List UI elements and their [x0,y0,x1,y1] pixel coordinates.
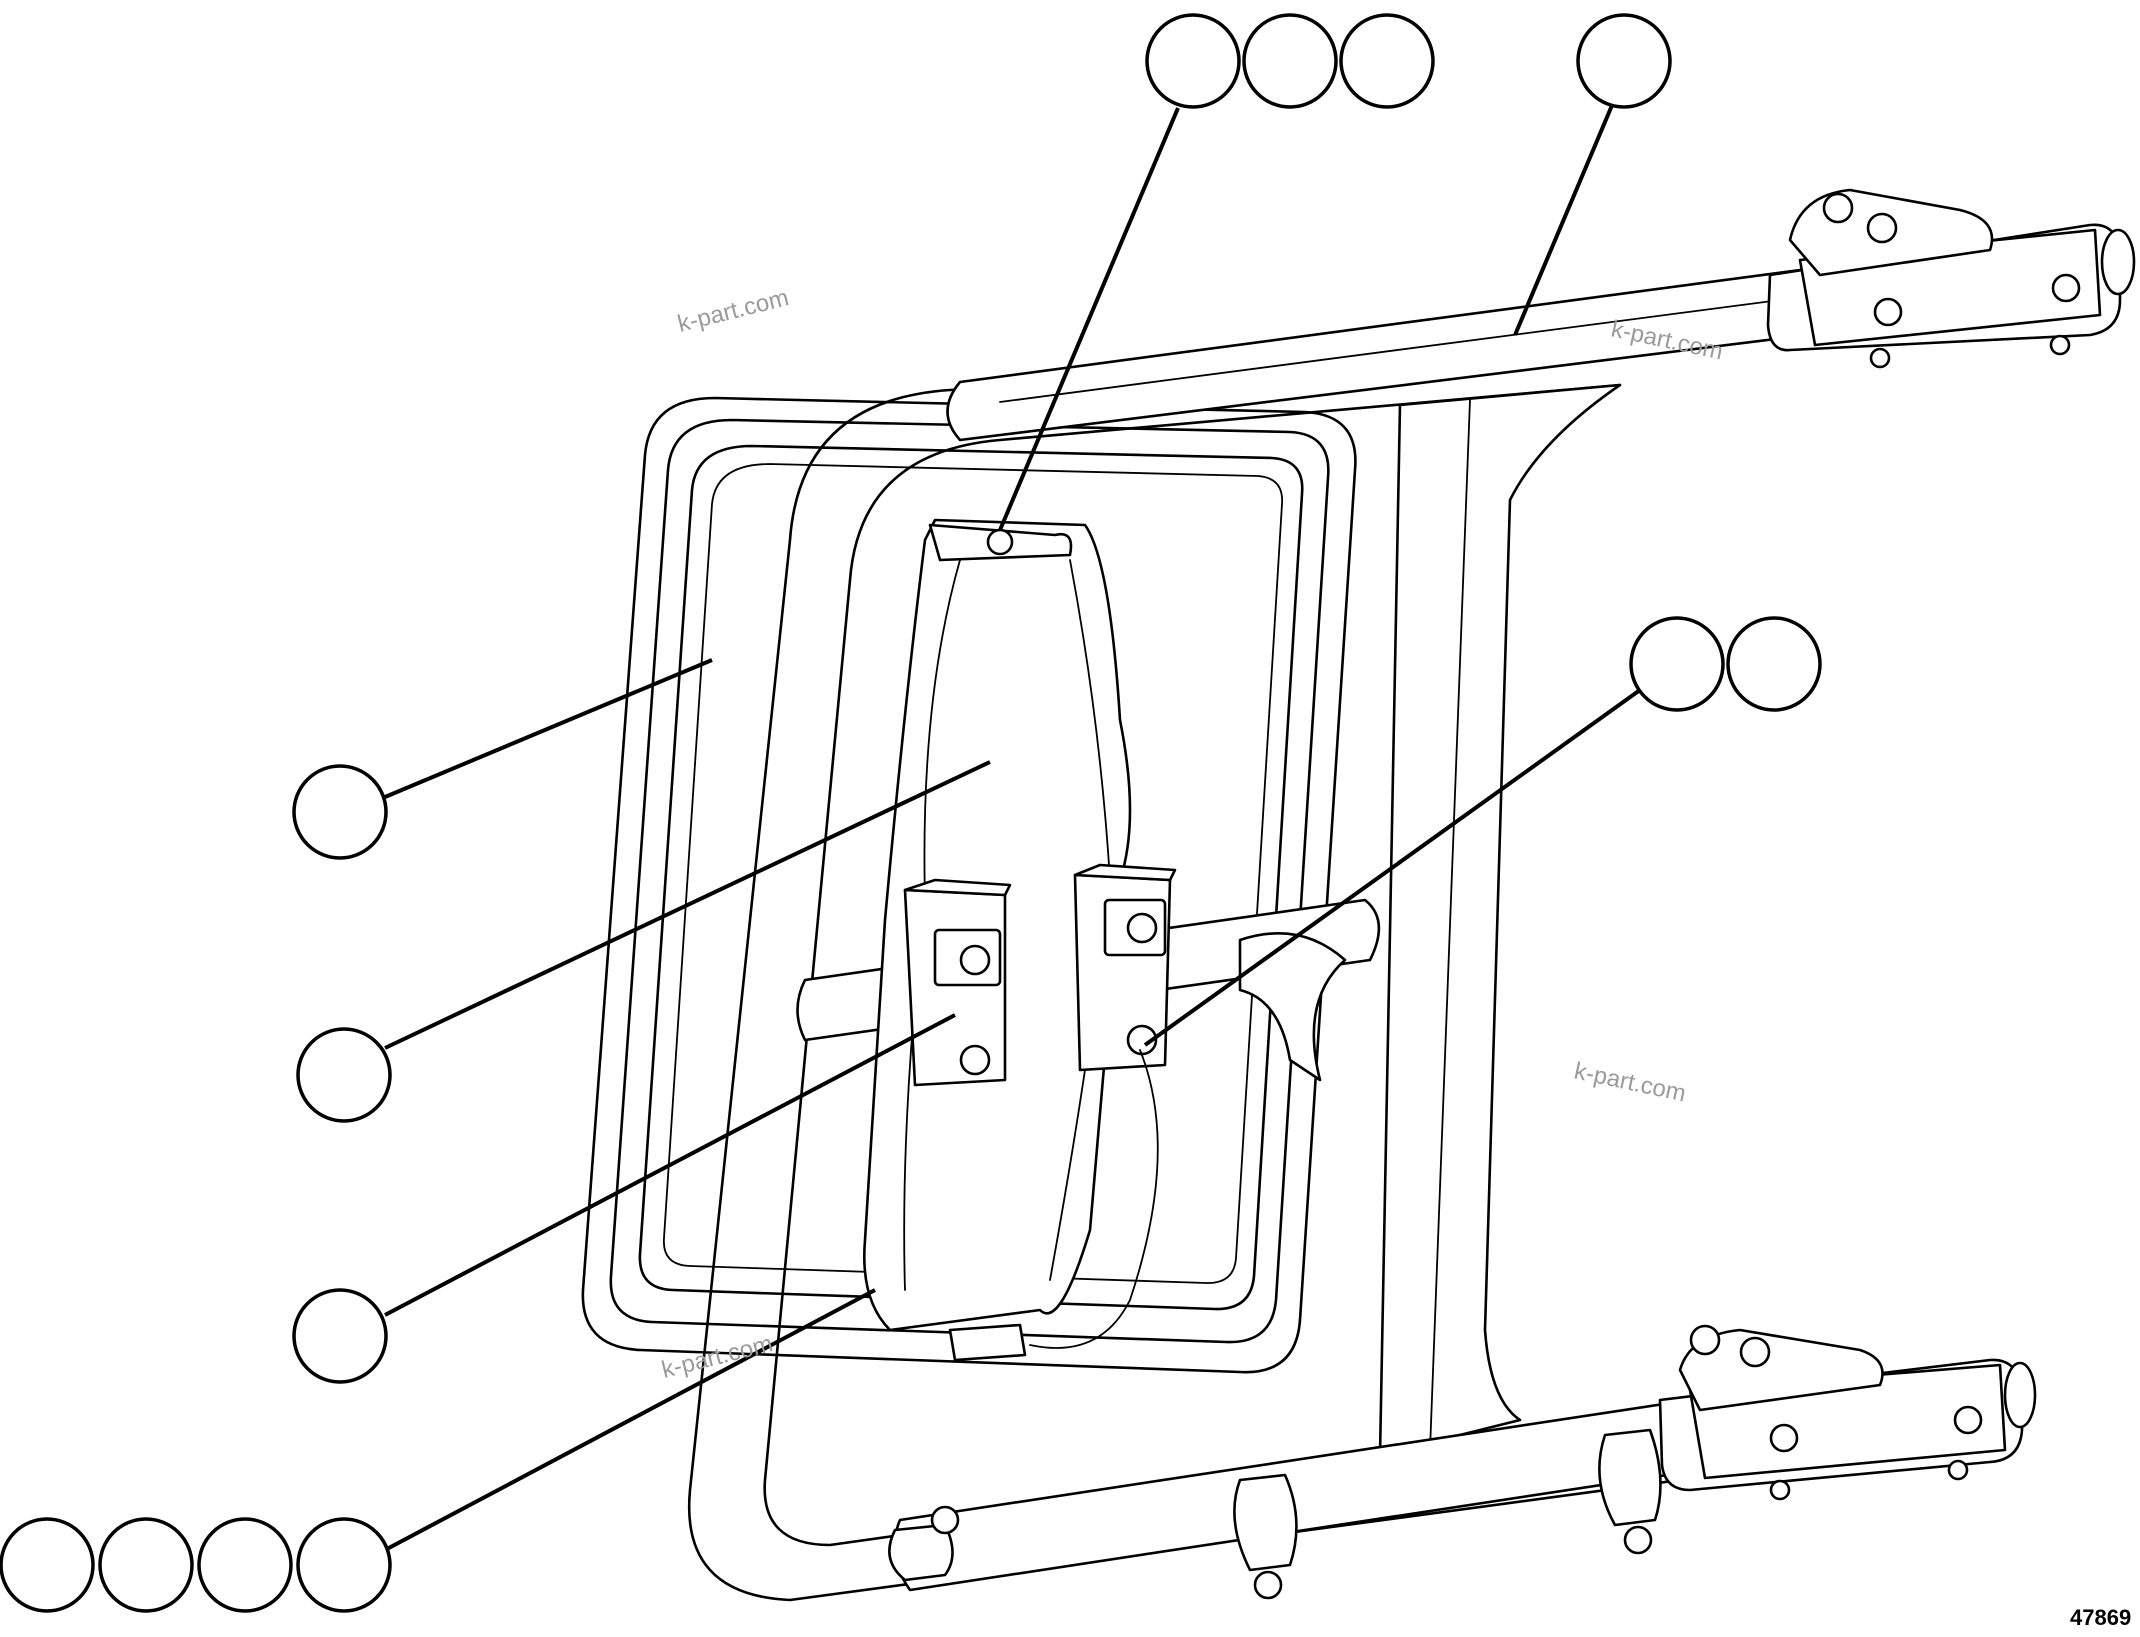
wire [1029,1049,1159,1349]
callout-group-top-fasteners [1145,13,1435,109]
callout-balloon [292,1288,388,1384]
callout-group-top-mount-arm [1576,13,1672,109]
leader-lower-clip-hardware [384,1288,876,1552]
callout-group-lower-clip-hardware [0,1517,392,1613]
callout-group-mirror-back-housing [296,1027,392,1123]
bottom-bolt-heads [1689,1324,1983,1501]
leader-top-fasteners [998,107,1180,531]
callout-balloon [197,1517,293,1613]
tube-bracket-outer [687,328,1792,1602]
cable-clip [948,1323,1027,1362]
callout-balloon [1145,13,1241,109]
callout-balloon [1726,616,1822,712]
figure-number: 47869 [2070,1605,2131,1630]
clamp-block-left [903,878,1012,1087]
bottom-arm [893,1398,1702,1592]
mirror-frame-inner-rim [609,418,1330,1344]
leader-lines [384,102,1642,1552]
leader-mirror-back-housing [384,760,991,1050]
callout-balloons [0,13,1822,1613]
callout-balloon [1339,13,1435,109]
callout-group-mirror-glass [292,764,388,860]
watermark-text: k-part.com [1572,1057,1688,1107]
top-arm-highlight [999,299,1781,403]
mirror-assembly-drawing [581,188,2136,1602]
callout-balloon [1576,13,1672,109]
leader-clamp-nuts [1143,688,1642,1047]
leader-mirror-glass [384,658,713,799]
callout-group-bracket-clamp [292,1288,388,1384]
watermark-text: k-part.com [675,284,792,338]
callout-balloon [98,1517,194,1613]
top-arm [946,268,1810,442]
callout-balloon [296,1027,392,1123]
mirror-glass-edge-2 [663,463,1283,1284]
callout-balloon [296,1517,392,1613]
support-plate-edge [1429,399,1471,1451]
tube-bracket-inner [763,383,1652,1547]
bottom-clamp-end [2003,1361,2037,1429]
mirror-glass-edge [638,444,1304,1311]
callout-balloon [1629,616,1725,712]
callout-balloon [1242,13,1338,109]
top-bolt-heads [1822,192,2081,369]
leader-bracket-clamp [384,1013,956,1317]
callout-group-clamp-nuts [1629,616,1822,712]
callout-balloon [0,1517,95,1613]
leader-top-mount-arm [1513,102,1615,336]
top-tab-nut [986,528,1014,556]
clamp-block-right [1073,863,1177,1072]
bottom-hinge-ear [1678,1328,1884,1412]
lower-tube-clips [888,1428,1662,1600]
callout-balloon [292,764,388,860]
top-clamp-end [2100,228,2136,296]
support-plate [1378,383,1622,1457]
